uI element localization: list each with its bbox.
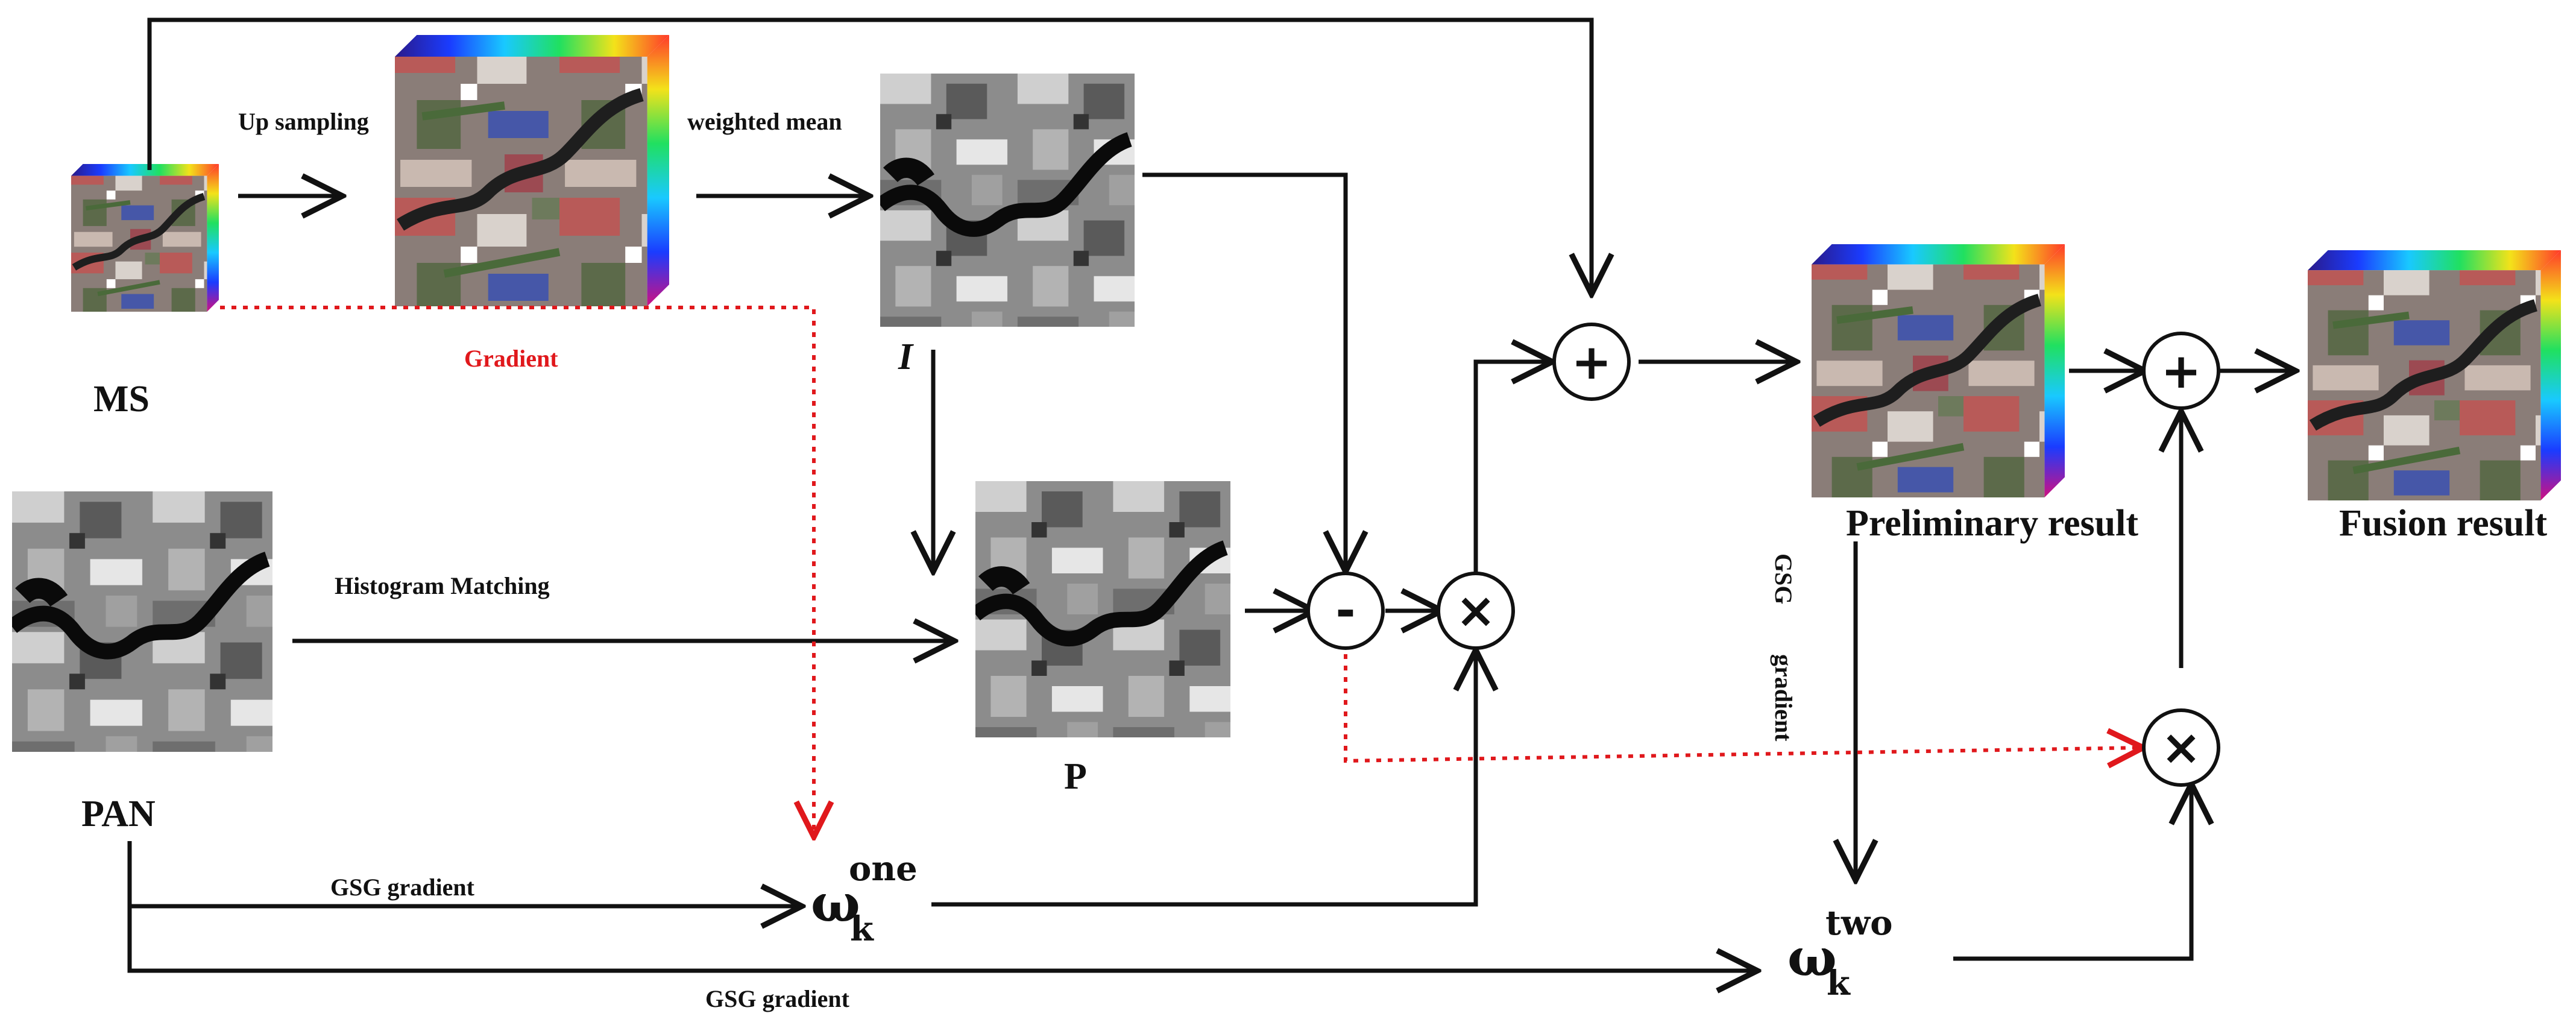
p-image (975, 481, 1230, 737)
intensity-image (880, 74, 1135, 327)
intensity-to-subtract-arrow (1142, 172, 1346, 572)
preliminary-result-image (1812, 244, 2065, 497)
p-label: P (1064, 756, 1087, 797)
ms-image (71, 164, 219, 312)
pan-label: PAN (81, 793, 156, 834)
svg-text:one: one (849, 849, 918, 889)
svg-text:×: × (2161, 719, 2201, 775)
intensity-label: I (898, 336, 914, 377)
svg-text:ω: ω (811, 873, 860, 934)
upsampled-ms-image (395, 35, 669, 306)
subtract-to-lower-multiply-red-arrow (1344, 654, 2143, 761)
svg-text:k: k (1827, 963, 1851, 1003)
add-operator-2: + (2142, 332, 2220, 410)
pan-image (12, 491, 272, 752)
multiply-operator-2: × (2142, 708, 2220, 787)
omega-two-to-multiply-arrow (1953, 784, 2191, 961)
gsg-gradient-label-1: GSG gradient (330, 874, 475, 901)
ms-gradient-red-arrow (220, 306, 814, 837)
omega-one-to-multiply-arrow (931, 650, 1476, 907)
svg-text:ω: ω (1787, 927, 1837, 988)
svg-text:+: + (1571, 334, 1611, 390)
svg-text:+: + (2161, 343, 2201, 399)
weighted-mean-label: weighted mean (687, 108, 842, 135)
multiply-to-add-arrow (1473, 362, 1552, 576)
pan-to-omega-two-arrow (127, 906, 1757, 971)
fusion-result-label: Fusion result (2339, 503, 2547, 544)
omega-two-weight: ω k two (1787, 903, 1892, 1003)
add-operator-1: + (1552, 323, 1631, 401)
svg-text:-: - (1335, 582, 1355, 638)
svg-text:two: two (1825, 903, 1892, 943)
multiply-operator-1: × (1437, 572, 1515, 650)
gsg-vertical-label: GSG (1770, 553, 1797, 604)
omega-one-weight: ω k one (811, 849, 918, 949)
gradient-vertical-label: gradient (1770, 654, 1797, 742)
svg-text:×: × (1455, 582, 1496, 638)
up-sampling-label: Up sampling (238, 108, 369, 135)
ms-label: MS (93, 379, 150, 420)
ms-to-add-arrow (147, 17, 1592, 294)
subtract-operator: - (1306, 572, 1385, 650)
svg-text:k: k (850, 909, 874, 949)
gradient-label: Gradient (464, 345, 558, 372)
gsg-gradient-label-2: GSG gradient (705, 985, 850, 1012)
preliminary-result-label: Preliminary result (1846, 503, 2138, 544)
histogram-matching-label: Histogram Matching (335, 572, 550, 599)
fusion-result-image (2308, 250, 2561, 500)
